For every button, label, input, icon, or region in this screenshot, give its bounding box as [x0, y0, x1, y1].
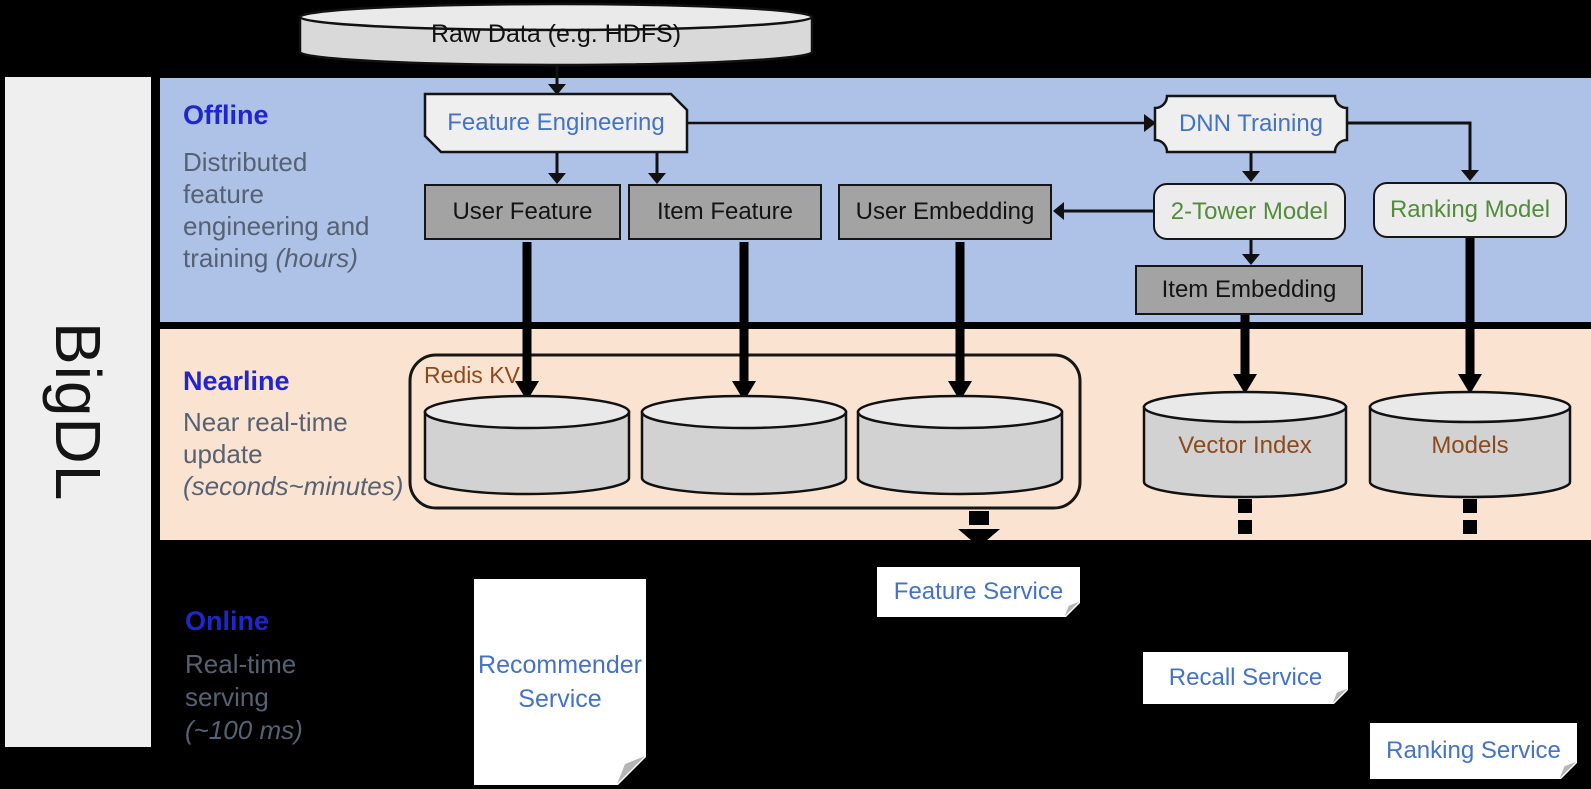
recommender-service-line2: Service — [518, 685, 602, 713]
item-embedding-node: Item Embedding — [1135, 265, 1363, 315]
dnn-training-shape — [1153, 94, 1349, 154]
offline-section-title: Offline — [183, 100, 269, 130]
recommender-service-label: Recommender Service — [478, 648, 642, 716]
arrow-dnn-to-two-tower — [1242, 152, 1260, 182]
nearline-desc-line2: update — [183, 439, 263, 469]
offline-desc-line2: feature — [183, 179, 264, 209]
offline-desc-line4: training — [183, 243, 276, 273]
feature-service-label: Feature Service — [893, 578, 1064, 605]
online-desc-line3-italic: (~100 ms) — [185, 715, 303, 745]
recommender-service-line1: Recommender — [478, 651, 642, 679]
offline-desc-line3: engineering and — [183, 211, 370, 241]
nearline-desc-line3-italic: (seconds~minutes) — [183, 471, 404, 501]
arrow-two-tower-to-user-embedding — [1053, 202, 1153, 220]
thick-arrow-user-feature-to-store — [515, 242, 539, 401]
redis-store-cylinder-2 — [640, 394, 848, 496]
recommender-service-doc: Recommender Service — [474, 579, 647, 786]
online-desc-line2: serving — [185, 682, 269, 712]
folded-corner-icon — [617, 756, 647, 786]
arrow-fe-to-user-feature — [548, 152, 566, 184]
recall-service-label: Recall Service — [1168, 664, 1323, 691]
item-feature-node: Item Feature — [628, 184, 822, 240]
redis-kv-label: Redis KV — [424, 362, 520, 388]
nearline-desc-line1: Near real-time — [183, 407, 348, 437]
vector-index-cylinder — [1142, 390, 1348, 499]
models-label: Models — [1431, 432, 1509, 459]
arrow-dnn-to-ranking-model — [1347, 121, 1479, 181]
bigdl-sidebar: BigDL — [5, 77, 151, 747]
offline-desc-line4-italic: (hours) — [275, 243, 358, 273]
ranking-service-doc: Ranking Service — [1370, 723, 1578, 780]
nearline-section-title: Nearline — [183, 366, 290, 396]
dnn-training-node: DNN Training — [1178, 110, 1324, 137]
raw-data-label: Raw Data (e.g. HDFS) — [430, 19, 682, 48]
recall-service-doc: Recall Service — [1143, 652, 1349, 705]
arrow-fe-to-item-feature — [648, 152, 666, 184]
user-embedding-node: User Embedding — [838, 184, 1052, 240]
feature-engineering-node: Feature Engineering — [447, 109, 665, 136]
online-desc-line1: Real-time — [185, 649, 297, 679]
ranking-service-label: Ranking Service — [1386, 737, 1561, 764]
feature-engineering-shape — [423, 92, 689, 154]
raw-data-cylinder — [298, 2, 814, 67]
dashed-arrow-redis-to-feature-service — [958, 511, 1000, 547]
dashed-arrow-vector-index-to-recall — [1238, 499, 1252, 534]
redis-store-cylinder-1 — [423, 394, 631, 496]
user-feature-node: User Feature — [424, 184, 621, 240]
online-section-title: Online — [185, 606, 270, 636]
arrow-rawdata-to-fe — [548, 64, 566, 95]
bigdl-logo-text: BigDL — [42, 322, 114, 502]
vector-index-label: Vector Index — [1178, 432, 1312, 459]
arrow-fe-to-dnn — [687, 114, 1156, 132]
thick-arrow-item-embedding-to-vector-index — [1233, 315, 1257, 394]
thick-arrow-user-embedding-to-store — [948, 242, 972, 401]
feature-service-doc: Feature Service — [877, 567, 1081, 618]
models-cylinder — [1368, 390, 1572, 499]
online-section-desc: Real-time serving (~100 ms) — [185, 648, 303, 747]
thick-arrow-ranking-model-to-models — [1458, 238, 1482, 394]
thick-arrow-item-feature-to-store — [732, 242, 756, 401]
offline-section-desc: Distributed feature engineering and trai… — [183, 146, 370, 274]
dashed-arrow-models-to-ranking — [1463, 499, 1477, 534]
two-tower-model-node: 2-Tower Model — [1153, 183, 1346, 240]
ranking-model-node: Ranking Model — [1373, 182, 1567, 238]
offline-desc-line1: Distributed — [183, 147, 308, 177]
nearline-section-desc: Near real-time update (seconds~minutes) — [183, 406, 403, 502]
redis-store-cylinder-3 — [856, 394, 1064, 496]
arrow-two-tower-to-item-embedding — [1242, 240, 1260, 265]
